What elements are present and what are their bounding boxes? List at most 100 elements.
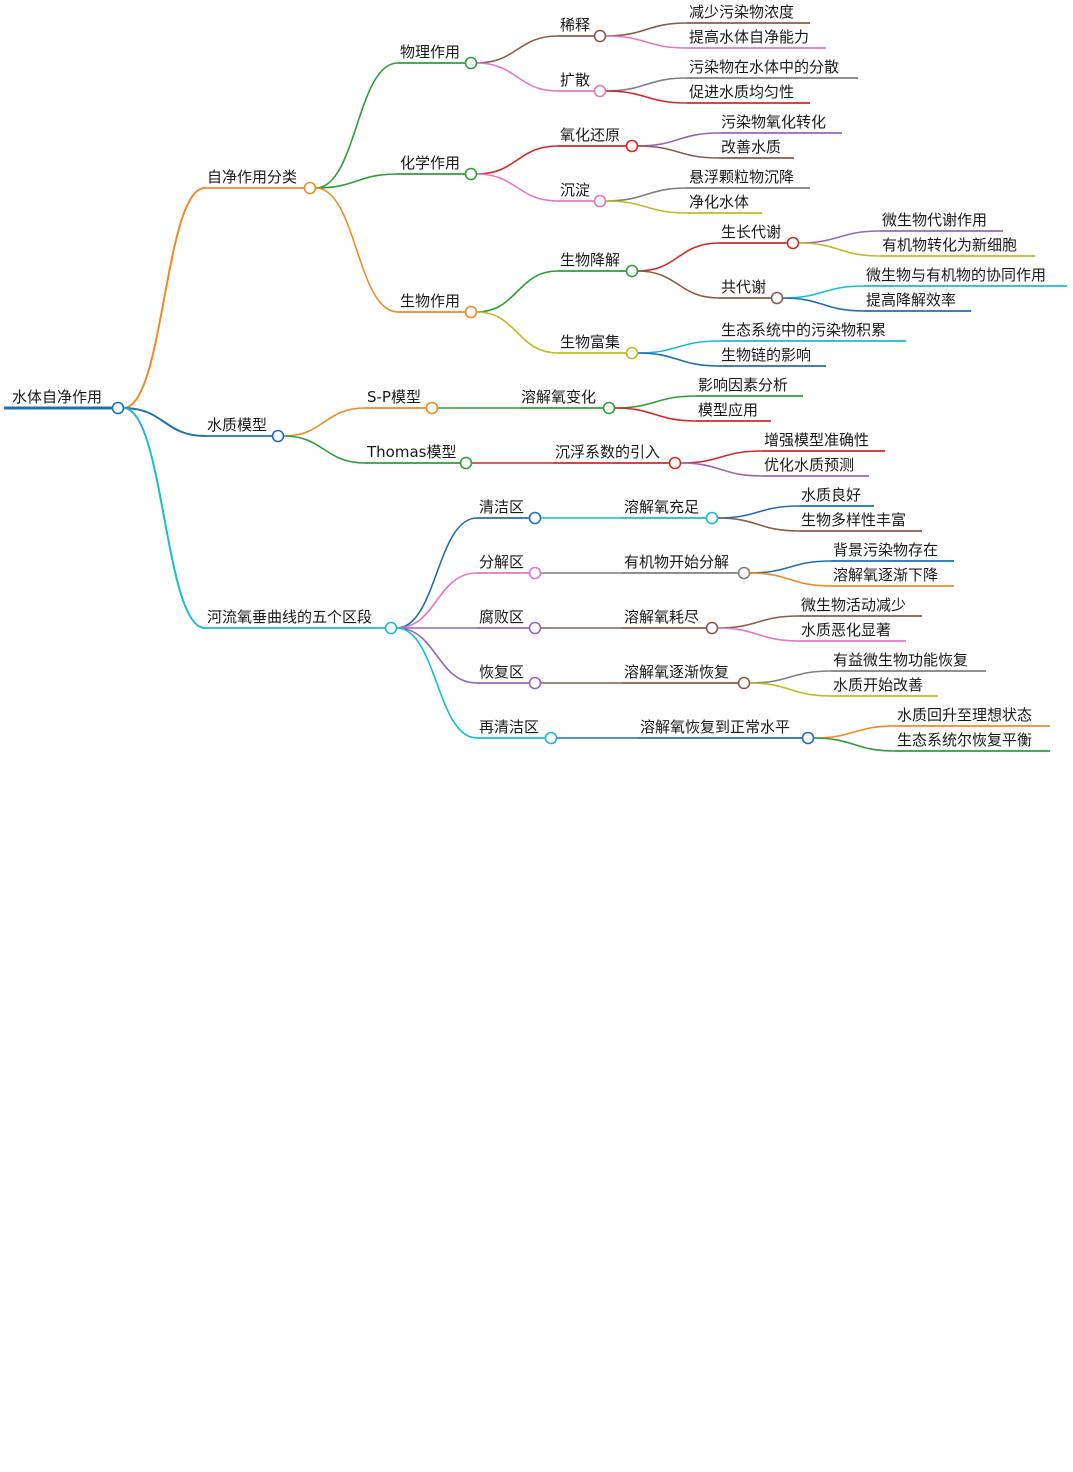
leaf-node[interactable]: 污染物在水体中的分散	[687, 58, 858, 79]
leaf-node[interactable]: 影响因素分析	[696, 376, 803, 397]
expand-dot-icon[interactable]	[464, 56, 478, 70]
node-label: 污染物氧化转化	[721, 113, 826, 131]
leaf-node[interactable]: 促进水质均匀性	[687, 83, 810, 104]
expand-dot-icon[interactable]	[625, 346, 639, 360]
leaf-node[interactable]: 有机物转化为新细胞	[880, 236, 1035, 257]
leaf-node[interactable]: 提高水体自净能力	[687, 28, 826, 49]
branch-node[interactable]: 腐败区	[477, 608, 542, 635]
expand-dot-icon[interactable]	[528, 676, 542, 690]
branch-node[interactable]: 沉淀	[558, 181, 607, 208]
branch-node[interactable]: 沉浮系数的引入	[553, 443, 682, 470]
branch-node[interactable]: 溶解氧恢复到正常水平	[638, 718, 815, 745]
branch-node[interactable]: Thomas模型	[365, 443, 473, 470]
branch-node[interactable]: S-P模型	[365, 388, 439, 415]
leaf-node[interactable]: 改善水质	[719, 138, 794, 159]
connector-line	[749, 560, 832, 574]
branch-node[interactable]: 氧化还原	[558, 126, 639, 153]
expand-dot-icon[interactable]	[593, 194, 607, 208]
branch-node[interactable]: 水质模型	[205, 416, 285, 443]
leaf-node[interactable]: 溶解氧逐渐下降	[831, 566, 954, 587]
root-node[interactable]: 水体自净作用	[4, 388, 125, 415]
leaf-node[interactable]: 有益微生物功能恢复	[831, 651, 986, 672]
connector-line	[798, 242, 881, 257]
expand-dot-icon[interactable]	[528, 511, 542, 525]
branch-node[interactable]: 物理作用	[398, 43, 478, 70]
leaf-node[interactable]: 悬浮颗粒物沉降	[687, 168, 810, 189]
leaf-node[interactable]: 水质良好	[799, 486, 874, 507]
expand-dot-icon[interactable]	[668, 456, 682, 470]
expand-dot-icon[interactable]	[770, 291, 784, 305]
connector-line	[782, 297, 865, 312]
expand-dot-icon[interactable]	[625, 139, 639, 153]
expand-dot-icon[interactable]	[384, 621, 398, 635]
branch-node[interactable]: 溶解氧变化	[519, 388, 616, 415]
expand-dot-icon[interactable]	[111, 401, 125, 415]
node-label: 促进水质均匀性	[689, 83, 794, 101]
leaf-node[interactable]: 微生物代谢作用	[880, 211, 1003, 232]
expand-dot-icon[interactable]	[303, 181, 317, 195]
branch-node[interactable]: 化学作用	[398, 154, 478, 181]
branch-node[interactable]: 生物降解	[558, 251, 639, 278]
branch-node[interactable]: 有机物开始分解	[622, 553, 751, 580]
branch-node[interactable]: 自净作用分类	[205, 168, 317, 195]
expand-dot-icon[interactable]	[737, 676, 751, 690]
leaf-node[interactable]: 污染物氧化转化	[719, 113, 842, 134]
branch-node[interactable]: 溶解氧耗尽	[622, 608, 719, 635]
leaf-node[interactable]: 增强模型准确性	[762, 431, 885, 452]
leaf-node[interactable]: 微生物与有机物的协同作用	[864, 266, 1067, 287]
connector-line	[476, 35, 559, 64]
leaf-node[interactable]: 生态系统中的污染物积累	[719, 321, 906, 342]
expand-dot-icon[interactable]	[602, 401, 616, 415]
branch-node[interactable]: 生长代谢	[719, 223, 800, 250]
branch-node[interactable]: 再清洁区	[477, 718, 558, 745]
node-label: 自净作用分类	[207, 168, 297, 186]
expand-dot-icon[interactable]	[425, 401, 439, 415]
branch-node[interactable]: 溶解氧充足	[622, 498, 719, 525]
branch-node[interactable]: 生物作用	[398, 292, 478, 319]
branch-node[interactable]: 分解区	[477, 553, 542, 580]
expand-dot-icon[interactable]	[528, 566, 542, 580]
expand-dot-icon[interactable]	[459, 456, 473, 470]
expand-dot-icon[interactable]	[625, 264, 639, 278]
branch-node[interactable]: 溶解氧逐渐恢复	[622, 663, 751, 690]
leaf-node[interactable]: 减少污染物浓度	[687, 3, 810, 24]
expand-dot-icon[interactable]	[705, 621, 719, 635]
connector-line	[680, 450, 763, 464]
leaf-node[interactable]: 水质开始改善	[831, 676, 938, 697]
leaf-node[interactable]: 水质回升至理想状态	[895, 706, 1050, 727]
branch-node[interactable]: 清洁区	[477, 498, 542, 525]
connector-line	[749, 682, 832, 697]
expand-dot-icon[interactable]	[737, 566, 751, 580]
leaf-node[interactable]: 提高降解效率	[864, 291, 971, 312]
expand-dot-icon[interactable]	[593, 29, 607, 43]
leaf-node[interactable]: 水质恶化显著	[799, 621, 906, 642]
node-label: 溶解氧充足	[624, 498, 699, 516]
leaf-node[interactable]: 生物多样性丰富	[799, 511, 922, 532]
leaf-node[interactable]: 生物链的影响	[719, 346, 826, 367]
expand-dot-icon[interactable]	[544, 731, 558, 745]
connector-line	[605, 22, 688, 37]
leaf-node[interactable]: 微生物活动减少	[799, 596, 922, 617]
leaf-node[interactable]: 背景污染物存在	[831, 541, 954, 562]
expand-dot-icon[interactable]	[786, 236, 800, 250]
branch-node[interactable]: 扩散	[558, 71, 607, 98]
node-label: 生物富集	[560, 333, 620, 351]
expand-dot-icon[interactable]	[464, 305, 478, 319]
expand-dot-icon[interactable]	[593, 84, 607, 98]
connector-line	[476, 311, 559, 354]
expand-dot-icon[interactable]	[801, 731, 815, 745]
branch-node[interactable]: 稀释	[558, 16, 607, 43]
expand-dot-icon[interactable]	[464, 167, 478, 181]
branch-node[interactable]: 生物富集	[558, 333, 639, 360]
branch-node[interactable]: 共代谢	[719, 278, 784, 305]
leaf-node[interactable]: 模型应用	[696, 401, 771, 422]
branch-node[interactable]: 恢复区	[477, 663, 542, 690]
branch-node[interactable]: 河流氧垂曲线的五个区段	[205, 608, 398, 635]
leaf-node[interactable]: 净化水体	[687, 193, 762, 214]
expand-dot-icon[interactable]	[528, 621, 542, 635]
expand-dot-icon[interactable]	[705, 511, 719, 525]
leaf-node[interactable]: 优化水质预测	[762, 456, 869, 477]
leaf-node[interactable]: 生态系统尔恢复平衡	[895, 731, 1050, 752]
node-label: 水体自净作用	[12, 388, 102, 406]
expand-dot-icon[interactable]	[271, 429, 285, 443]
